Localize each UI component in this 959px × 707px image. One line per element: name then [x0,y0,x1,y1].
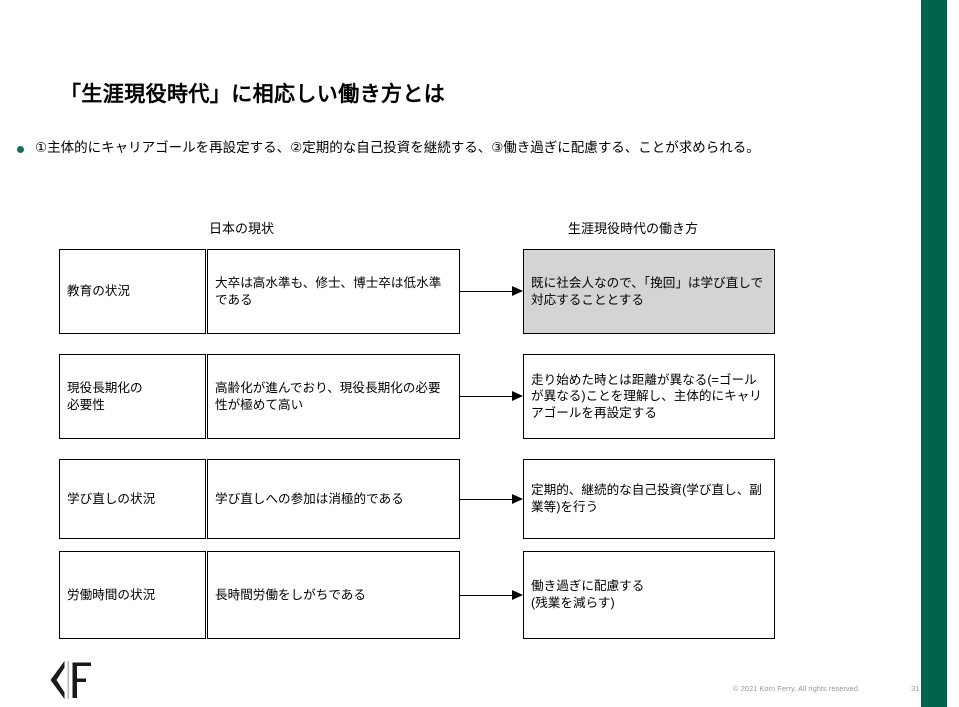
diagram-box-text: 大卒は高水準も、修士、博士卒は低水準である [215,275,442,307]
column-header-future: 生涯現役時代の働き方 [568,221,699,236]
diagram-box-text: 走り始めた時とは距離が異なる(=ゴールが異なる)ことを理解し、主体的にキャリアゴ… [531,372,762,420]
diagram-box-current: 長時間労働をしがちである [207,551,460,639]
diagram-box-text: 学び直しの状況 [67,491,156,506]
arrow-head [512,286,523,296]
diagram-box-text: 定期的、継続的な自己投資(学び直し、副業等)を行う [531,483,762,514]
arrow-connector-icon [460,391,523,402]
diagram-box-text: 学び直しへの参加は消極的である [215,491,404,506]
arrow-shaft [460,396,513,398]
diagram-box-future: 走り始めた時とは距離が異なる(=ゴールが異なる)ことを理解し、主体的にキャリアゴ… [523,354,775,439]
bullet-text: ①主体的にキャリアゴールを再設定する、②定期的な自己投資を継続する、③働き過ぎに… [35,140,760,155]
diagram-box-text: 働き過ぎに配慮する(残業を減らす) [531,579,645,610]
page-title: 「生涯現役時代」に相応しい働き方とは [60,83,446,106]
arrow-connector-icon [460,589,523,601]
arrow-connector-icon [460,493,523,505]
diagram-box-future: 働き過ぎに配慮する(残業を減らす) [523,551,775,639]
diagram-box-category: 現役長期化の必要性 [59,354,206,439]
arrow-connector-icon [460,286,523,297]
footer-copyright: © 2021 Korn Ferry. All rights reserved [733,684,859,693]
diagram-box-text: 既に社会人なので、「挽回」は学び直しで対応することとする [531,275,764,307]
diagram-box-text: 長時間労働をしがちである [215,587,366,602]
column-header-current: 日本の現状 [209,221,275,236]
arrow-shaft [460,594,513,596]
diagram-box-future: 定期的、継続的な自己投資(学び直し、副業等)を行う [523,459,775,539]
arrow-head [512,589,523,600]
diagram-box-category: 教育の状況 [59,249,206,334]
arrow-shaft [460,498,513,500]
bullet-row: ①主体的にキャリアゴールを再設定する、②定期的な自己投資を継続する、③働き過ぎに… [17,140,760,157]
diagram-box-text: 現役長期化の必要性 [67,380,143,412]
arrow-head [512,493,523,504]
right-accent-bar [921,0,947,707]
diagram-box-text: 高齢化が進んでおり、現役長期化の必要性が極めて高い [215,380,441,412]
footer-page-number: 31 [911,684,920,693]
diagram-box-category: 労働時間の状況 [59,551,206,639]
diagram-box-category: 学び直しの状況 [59,459,206,539]
diagram-box-current: 高齢化が進んでおり、現役長期化の必要性が極めて高い [207,354,460,439]
diagram-box-future: 既に社会人なので、「挽回」は学び直しで対応することとする [523,249,775,334]
diagram-box-current: 学び直しへの参加は消極的である [207,459,460,539]
diagram-box-text: 教育の状況 [67,284,130,299]
right-edge-margin [947,0,959,707]
arrow-head [512,391,523,401]
korn-ferry-logo [38,658,110,702]
arrow-shaft [460,291,513,293]
diagram-box-text: 労働時間の状況 [67,587,156,602]
diagram-box-current: 大卒は高水準も、修士、博士卒は低水準である [207,249,460,334]
bullet-dot-icon [17,146,24,153]
